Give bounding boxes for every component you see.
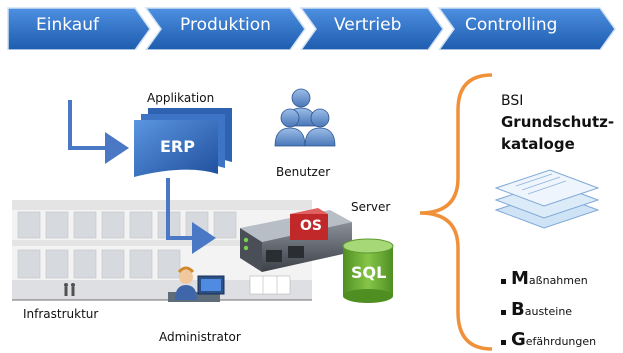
administrator-label: Administrator — [159, 330, 241, 344]
chevron-label-controlling: Controlling — [465, 15, 558, 35]
chevron-label-einkauf: Einkauf — [36, 15, 99, 35]
bullet-icon — [501, 339, 506, 345]
sql-label: SQL — [351, 263, 387, 282]
erp-document-stack — [134, 108, 232, 177]
os-box — [290, 208, 328, 240]
bullet-icon — [501, 278, 506, 284]
bsi-bracket — [419, 73, 493, 351]
chevron-label-produktion: Produktion — [180, 15, 271, 35]
chevron-label-vertrieb: Vertrieb — [334, 15, 402, 35]
chevron-controlling — [437, 7, 616, 50]
bsi-item-bausteine: Bausteine — [501, 299, 572, 320]
bullet-icon — [501, 309, 506, 315]
chevron-einkauf — [7, 7, 151, 50]
arrow-application-to-server — [166, 178, 216, 254]
administrator-icon — [168, 266, 225, 302]
bsi-title-line1: BSI — [501, 93, 524, 109]
sql-database-icon — [342, 238, 394, 303]
bsi-title-line3: kataloge — [501, 135, 575, 153]
chevron-vertrieb — [299, 7, 444, 50]
user-group-icon — [274, 88, 336, 147]
erp-label: ERP — [160, 137, 195, 156]
os-label: OS — [300, 218, 322, 234]
bsi-document-stack-icon — [494, 169, 600, 229]
arrow-process-to-application — [68, 100, 129, 164]
application-label: Applikation — [147, 91, 215, 105]
process-chevron-bar — [7, 7, 616, 50]
bsi-item-gefaehrdungen: Gefährdungen — [501, 329, 596, 350]
server-label: Server — [351, 200, 391, 214]
infrastructure-label: Infrastruktur — [23, 307, 99, 321]
user-label: Benutzer — [276, 165, 331, 179]
bsi-title-line2: Grundschutz- — [501, 113, 615, 131]
bsi-item-massnahmen: Maßnahmen — [501, 268, 588, 289]
chevron-produktion — [144, 7, 306, 50]
